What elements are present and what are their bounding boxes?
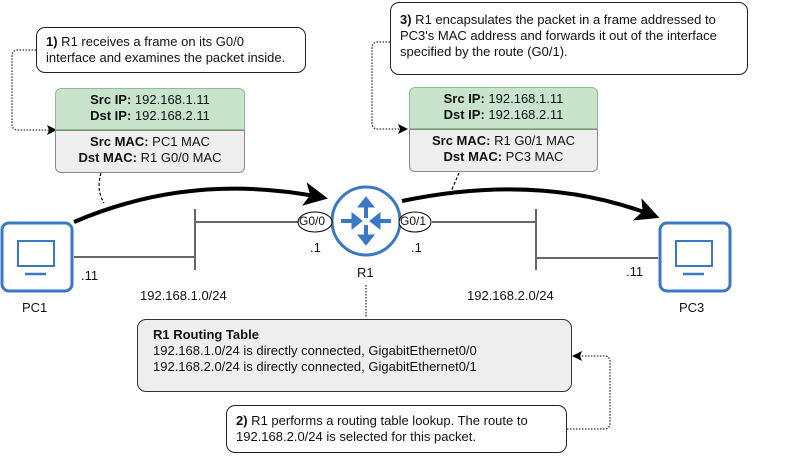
dst-ip-label: Dst IP: [90,108,132,123]
pc1-host-address: .11 [81,268,99,283]
frame-in-ip-header: Src IP: 192.168.1.11 Dst IP: 192.168.2.1… [55,88,245,130]
dst-ip-value: 192.168.2.11 [484,107,564,122]
src-ip-label: Src IP: [90,92,132,107]
src-mac-value: PC1 MAC [148,134,210,149]
router-name: R1 [357,265,374,280]
flow-arrow-pc1-r1 [73,182,328,224]
src-ip-value: 192.168.1.11 [131,92,210,107]
g00-host-address: .1 [310,240,321,255]
interface-g00-badge[interactable] [297,211,333,233]
step1-number: 1) [46,34,58,49]
routing-table: R1 Routing Table 192.168.1.0/24 is direc… [137,319,572,392]
dst-mac-value: R1 G0/0 MAC [136,150,222,165]
frame-out-connector [450,172,460,193]
dst-mac-value: PC3 MAC [502,149,564,164]
step1-connector [11,49,57,135]
network-right-label: 192.168.2.0/24 [467,288,554,303]
src-mac-label: Src MAC: [431,133,491,148]
dst-mac-label: Dst MAC: [443,149,503,164]
frame-in-connector [98,172,105,204]
step2-number: 2) [236,413,248,428]
interface-g00-label: G0/0 [299,214,326,228]
g01-host-address: .1 [411,240,422,255]
step2-text: R1 performs a routing table lookup. The … [236,413,528,444]
pc1-icon[interactable] [0,221,74,293]
interface-g01-label: G0/1 [400,214,427,228]
step3-text: R1 encapsulates the packet in a frame ad… [400,12,717,59]
src-mac-label: Src MAC: [90,134,149,149]
flow-arrow-r1-pc3 [401,187,660,221]
route-entry: 192.168.1.0/24 is directly connected, Gi… [153,343,477,358]
routing-table-title: R1 Routing Table [153,327,259,342]
interface-g01-badge[interactable] [398,211,432,233]
pc3-icon[interactable] [658,221,732,293]
dst-ip-label: Dst IP: [443,107,485,122]
frame-in-mac-header: Src MAC: PC1 MAC Dst MAC: R1 G0/0 MAC [55,130,245,173]
step2-connector [567,351,611,430]
src-mac-value: R1 G0/1 MAC [490,133,576,148]
frame-out-mac-header: Src MAC: R1 G0/1 MAC Dst MAC: PC3 MAC [409,129,598,172]
step2-callout: 2) R1 performs a routing table lookup. T… [226,405,567,453]
src-ip-value: 192.168.1.11 [484,91,564,106]
step3-number: 3) [400,12,412,27]
src-ip-label: Src IP: [443,91,485,106]
step1-callout: 1) R1 receives a frame on its G0/0 inter… [36,27,306,73]
pc1-name: PC1 [22,300,48,315]
pc3-host-address: .11 [626,264,644,279]
network-left-label: 192.168.1.0/24 [140,288,227,303]
pc3-name: PC3 [679,300,705,315]
step3-callout: 3) R1 encapsulates the packet in a frame… [390,2,748,75]
step1-text: R1 receives a frame on its G0/0 interfac… [46,34,286,65]
frame-out-ip-header: Src IP: 192.168.1.11 Dst IP: 192.168.2.1… [409,87,598,129]
dst-mac-label: Dst MAC: [78,150,137,165]
dst-ip-value: 192.168.2.11 [131,108,210,123]
router-icon[interactable] [330,185,402,257]
route-entry-selected: 192.168.2.0/24 is directly connected, Gi… [153,359,477,374]
